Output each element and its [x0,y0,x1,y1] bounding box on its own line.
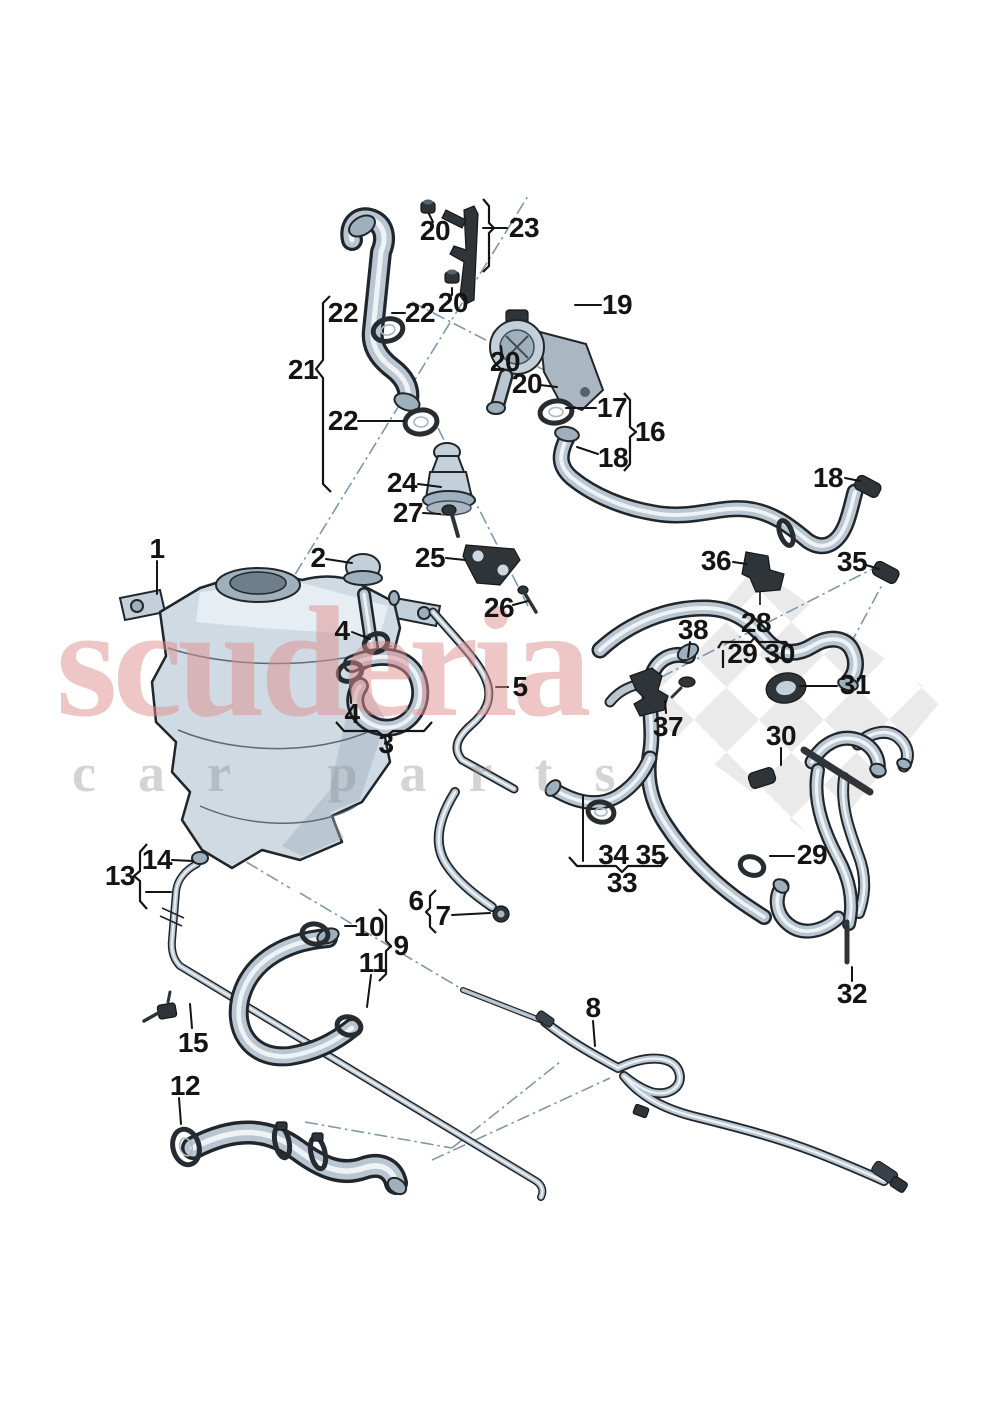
branch-hose-assembly-32 [771,732,912,965]
hose-29-30-31 [649,642,807,917]
hose-12 [170,1122,409,1196]
pipe-13-14-15 [142,851,542,1197]
hose-28 [600,551,900,692]
retaining-bracket-23 [441,205,479,305]
group-brackets [132,198,791,982]
checkered-flag-watermark [636,566,942,844]
hose-6-clamp-7 [439,792,510,923]
expansion-tank [118,567,442,870]
bracket-37 [610,667,669,717]
hose-assembly-3 [335,631,421,727]
hose-33-34-35 [544,758,650,825]
vent-valve [343,553,400,648]
filler-hose-21-22 [345,211,440,437]
leader-lines [145,213,880,1125]
pipe-8 [463,990,908,1193]
auxiliary-pump-19 [486,309,605,415]
hose-16-17-18 [537,398,882,547]
screw-38 [670,676,696,699]
hose-9-10-11 [239,921,364,1057]
shutoff-valve-24 [422,442,538,614]
vent-hose-5 [433,612,514,789]
